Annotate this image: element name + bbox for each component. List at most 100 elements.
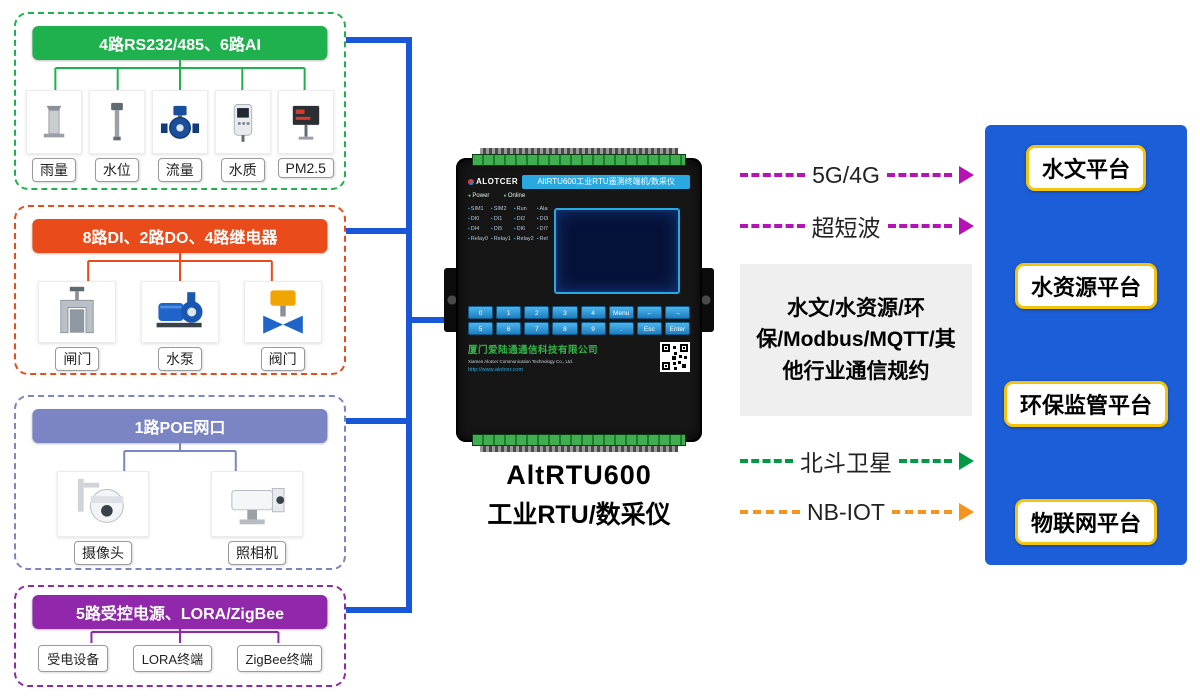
- device-label: 水位: [94, 158, 139, 182]
- group-di-do-relay: 8路DI、2路DO、4路继电器 闸门: [14, 205, 346, 375]
- device-label: 水泵: [157, 347, 202, 371]
- dashed-line: [899, 459, 952, 463]
- keypad-key: Enter: [664, 322, 690, 335]
- connector-device: [412, 317, 444, 323]
- mounting-ear-right: [698, 268, 714, 332]
- status-led-label: Power: [468, 193, 489, 199]
- keypad-key: 6: [496, 322, 522, 335]
- group-power-lora-zigbee-title: 5路受控电源、LORA/ZigBee: [32, 595, 328, 629]
- status-led-labels: Power Online: [468, 193, 525, 199]
- dashed-line: [887, 224, 952, 228]
- indicator-label: Run: [514, 206, 534, 212]
- device-banner: AltRTU600工业RTU遥测终端机/数采仪: [522, 174, 690, 189]
- group-power-lora-zigbee: 5路受控电源、LORA/ZigBee 受电设备 LORA终端 ZigBee终端: [14, 585, 346, 687]
- ptz-camera-icon: [77, 478, 124, 523]
- water-level-sensor-icon: [111, 102, 123, 141]
- indicator-label: DI7: [537, 226, 549, 232]
- lcd-screen: [554, 208, 680, 294]
- water-quality-meter-icon: [233, 104, 252, 142]
- indicator-label: DI1: [491, 216, 511, 222]
- device-valve: 阀门: [243, 281, 322, 371]
- dashed-line: [740, 173, 806, 177]
- group-rs232-ai-title: 4路RS232/485、6路AI: [32, 26, 328, 60]
- device-caption-model: AltRTU600: [506, 460, 652, 490]
- dashed-line: [886, 173, 953, 177]
- connector-trunk: [406, 37, 412, 613]
- device-label: 摄像头: [74, 541, 132, 565]
- indicator-label: DI6: [514, 226, 534, 232]
- dashed-line: [891, 510, 953, 514]
- indicator-label: DI2: [514, 216, 534, 222]
- device-water-pump: 水泵: [140, 281, 219, 371]
- arrowhead-icon: [959, 166, 975, 184]
- brand-logo: ALOTCER: [468, 177, 518, 186]
- platform-label: 物联网平台: [1014, 499, 1157, 545]
- link-5g4g: 5G/4G: [740, 159, 975, 191]
- indicator-label: Relay1: [491, 236, 511, 242]
- indicator-label: DI3: [537, 216, 549, 222]
- status-led-label: Online: [503, 193, 525, 199]
- water-pump-icon: [156, 292, 203, 328]
- keypad-key: →: [664, 306, 690, 319]
- keypad-key: Menu: [608, 306, 634, 319]
- indicator-label: DI4: [468, 226, 488, 232]
- device-water-level: 水位: [88, 90, 145, 182]
- group-rs232-ai: 4路RS232/485、6路AI 雨量: [14, 12, 346, 190]
- indicator-labels: SIM1SIM2RunAlarmDI0DI1DI2DI3DI4DI5DI6DI7…: [468, 206, 548, 242]
- dashed-line: [740, 459, 793, 463]
- company-website: http://www.alotcer.com: [468, 367, 524, 373]
- device-label: 流量: [157, 158, 202, 182]
- indicator-label: Relay3: [537, 236, 549, 242]
- dashed-line: [740, 510, 801, 514]
- platform-label: 水文平台: [1025, 145, 1146, 191]
- link-nbiot: NB-IOT: [740, 496, 975, 528]
- keypad-key: .: [608, 322, 634, 335]
- indicator-label: SIM1: [468, 206, 488, 212]
- keypad-key: 5: [468, 322, 494, 335]
- protocol-note: 水文/水资源/环保/Modbus/MQTT/其他行业通信规约: [740, 264, 972, 416]
- tree-connector: [16, 441, 344, 471]
- link-uhf-label: 超短波: [811, 215, 881, 241]
- connector-group2: [346, 228, 406, 234]
- arrowhead-icon: [959, 503, 975, 521]
- device-sluice-gate: 闸门: [38, 281, 117, 371]
- keypad-key: 9: [580, 322, 606, 335]
- connector-group1: [346, 37, 406, 43]
- company-name-cn: 厦门爱陆通通信科技有限公司: [468, 345, 599, 356]
- tree-connector: [16, 251, 344, 281]
- rain-gauge-icon: [43, 105, 65, 138]
- keypad-key: 1: [496, 306, 522, 319]
- terminal-block-top: [472, 148, 686, 166]
- indicator-label: Relay2: [514, 236, 534, 242]
- powered-device-label: 受电设备: [38, 645, 109, 672]
- group-di-do-relay-title: 8路DI、2路DO、4路继电器: [32, 219, 328, 253]
- pm25-monitor-icon: [292, 105, 319, 140]
- device-label: 闸门: [55, 347, 100, 371]
- connector-group4: [346, 607, 406, 613]
- device-label: 阀门: [260, 347, 305, 371]
- device-label: 雨量: [32, 158, 76, 182]
- link-uhf: 超短波: [740, 210, 974, 242]
- device-pm25: PM2.5: [277, 90, 334, 182]
- keypad-key: 8: [552, 322, 578, 335]
- device-caption: AltRTU600 工业RTU/数采仪: [437, 460, 721, 531]
- platform-panel: 水文平台水资源平台环保监管平台物联网平台: [985, 125, 1187, 565]
- arrowhead-icon: [959, 217, 974, 235]
- link-nbiot-label: NB-IOT: [807, 498, 885, 525]
- link-beidou: 北斗卫星: [740, 445, 974, 477]
- indicator-label: SIM2: [491, 206, 511, 212]
- device-water-quality: 水质: [214, 90, 271, 182]
- keypad-key: 0: [468, 306, 494, 319]
- box-camera-icon: [231, 488, 285, 525]
- rtu-device: ALOTCER AltRTU600工业RTU遥测终端机/数采仪 Power Onl…: [444, 148, 714, 452]
- device-label: PM2.5: [277, 158, 334, 178]
- link-beidou-label: 北斗卫星: [800, 450, 892, 476]
- zigbee-terminal-label: ZigBee终端: [236, 645, 322, 672]
- keypad-key: Esc: [636, 322, 662, 335]
- flow-meter-icon: [160, 105, 199, 139]
- company-name-en: Xiamen Alotcer Communication Technology …: [468, 359, 573, 364]
- group-poe-title: 1路POE网口: [32, 409, 328, 443]
- keypad-key: 3: [552, 306, 578, 319]
